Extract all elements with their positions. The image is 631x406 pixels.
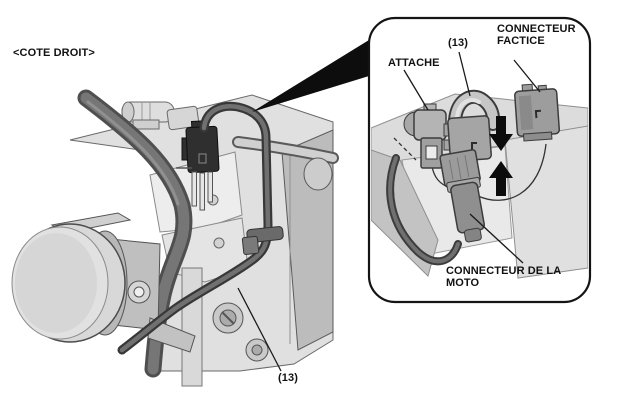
cross-tube-part bbox=[232, 136, 339, 191]
frame-bolts bbox=[212, 302, 269, 362]
leader-line-main-ref bbox=[237, 287, 282, 372]
clip-attache-part bbox=[403, 103, 447, 169]
leader-line-moto bbox=[469, 213, 524, 264]
harness-cable bbox=[117, 101, 273, 355]
fairing-hole bbox=[213, 237, 225, 249]
leader-line-factice bbox=[513, 59, 541, 93]
main-part-ref-label: (13) bbox=[278, 372, 298, 384]
down-arrow-icon bbox=[489, 116, 513, 151]
side-label: <COTE DROIT> bbox=[13, 47, 95, 59]
leader-line-part-ref bbox=[458, 51, 471, 97]
leader-line-attache bbox=[403, 69, 429, 111]
callout-wedge-icon bbox=[252, 40, 369, 112]
callout-leader-lines bbox=[403, 51, 541, 264]
wire-thin-dashed bbox=[393, 137, 417, 161]
fork-strip bbox=[181, 267, 203, 387]
callout-box bbox=[367, 16, 592, 304]
main-illustration bbox=[11, 89, 339, 387]
fog-lamp bbox=[11, 223, 128, 343]
callout-label-attache: ATTACHE bbox=[388, 57, 440, 69]
callout-part-ref-label: (13) bbox=[448, 37, 468, 49]
dummy-connector-part bbox=[514, 83, 561, 142]
up-arrow-icon bbox=[489, 161, 513, 196]
callout-label-connecteur-factice: CONNECTEUR FACTICE bbox=[497, 23, 576, 47]
wire-thin bbox=[477, 143, 547, 201]
callout-label-connecteur-moto: CONNECTEUR DE LA MOTO bbox=[446, 265, 562, 289]
cable-clip bbox=[241, 226, 284, 255]
callout-cable-loop bbox=[386, 154, 462, 266]
upper-cylinder-part bbox=[121, 101, 200, 131]
